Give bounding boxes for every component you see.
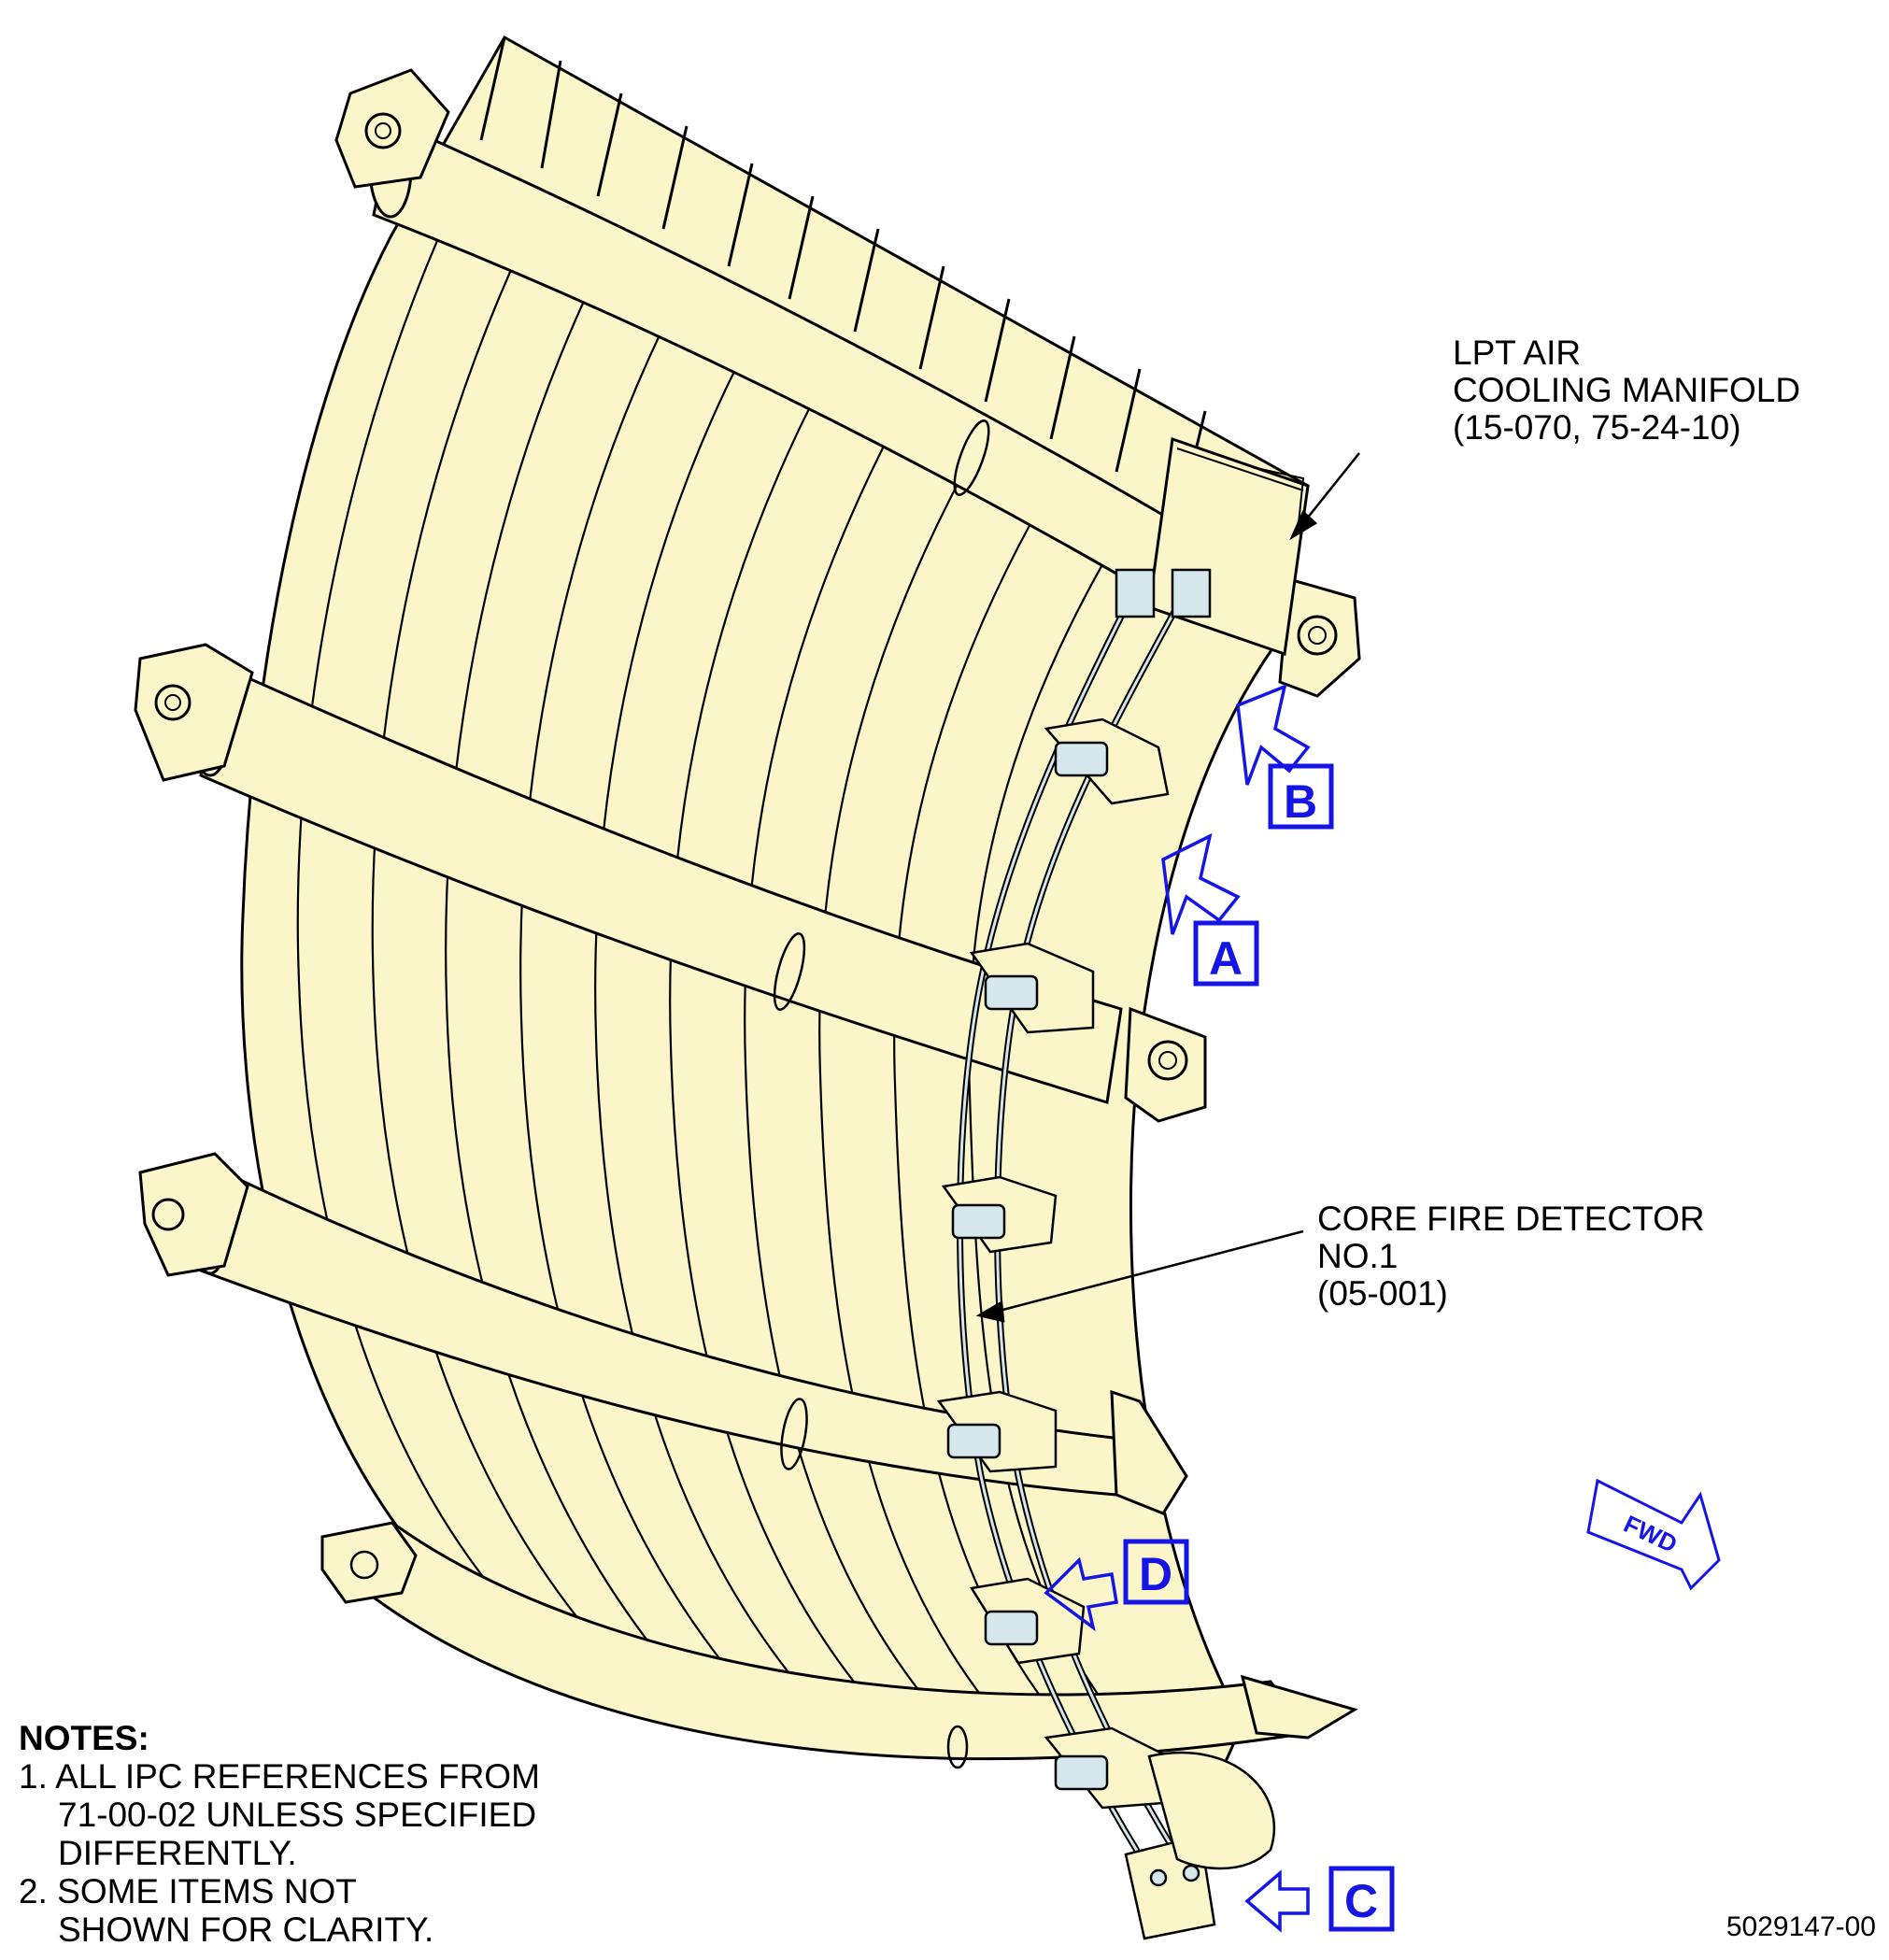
flange-right-lower	[1110, 1389, 1188, 1515]
bottom-rail	[372, 1520, 1358, 1769]
note-1-line-3: DIFFERENTLY.	[58, 1834, 297, 1872]
callout-lpt-line-2: COOLING MANIFOLD	[1453, 371, 1801, 409]
view-arrow-a	[1161, 832, 1241, 935]
callout-lpt-line-1: LPT AIR	[1453, 334, 1582, 372]
leader-lpt-manifold	[1302, 452, 1360, 524]
flange-top-left	[334, 68, 450, 189]
notes-heading: NOTES:	[19, 1719, 149, 1757]
flange-bottom-left	[320, 1521, 418, 1604]
clamp-1	[1044, 717, 1170, 805]
clamp-2	[969, 942, 1095, 1034]
clamp-4	[936, 1390, 1058, 1473]
view-box-a	[1193, 920, 1259, 987]
callout-core-detector: CORE FIRE DETECTOR NO.1 (05-001)	[1317, 1200, 1705, 1313]
view-arrow-d	[1044, 1556, 1119, 1632]
clamp-3	[941, 1175, 1058, 1254]
view-label-b: B	[1284, 775, 1317, 828]
note-2-line-2: SHOWN FOR CLARITY.	[58, 1910, 434, 1949]
callout-core-line-2: NO.1	[1317, 1237, 1399, 1275]
flange-middle-left	[134, 643, 254, 782]
leader-lines	[975, 452, 1360, 1323]
leader-lpt-arrowhead	[1289, 509, 1318, 541]
document-number: 5029147-00	[1726, 1911, 1876, 1942]
view-marker-d: D	[1044, 1539, 1189, 1632]
view-arrow-b	[1236, 684, 1311, 786]
view-box-c	[1328, 1866, 1395, 1932]
detector-clamps	[936, 568, 1276, 1940]
leader-core-detector	[991, 1229, 1304, 1314]
view-marker-b: B	[1236, 684, 1334, 830]
view-label-c: C	[1344, 1875, 1378, 1927]
leader-core-arrowhead	[975, 1300, 1005, 1323]
callout-lpt-line-3: (15-070, 75-24-10)	[1453, 408, 1741, 447]
flange-lower-left	[138, 1152, 249, 1277]
callout-core-line-1: CORE FIRE DETECTOR	[1317, 1200, 1705, 1238]
fwd-arrow-icon	[1586, 1478, 1721, 1591]
note-1: 1. ALL IPC REFERENCES FROM	[19, 1757, 540, 1796]
note-1-line-2: 71-00-02 UNLESS SPECIFIED	[58, 1796, 537, 1834]
callout-core-line-3: (05-001)	[1317, 1274, 1448, 1313]
bracket-lower-right	[1147, 1751, 1276, 1870]
flange-right-upper	[1278, 577, 1361, 698]
note-2-line-1: SOME ITEMS NOT	[57, 1872, 357, 1910]
view-box-b	[1268, 763, 1334, 830]
note-2-number: 2.	[19, 1872, 48, 1910]
callout-lpt-manifold: LPT AIR COOLING MANIFOLD (15-070, 75-24-…	[1453, 334, 1800, 447]
note-1-number: 1.	[19, 1757, 48, 1796]
notes-block: NOTES: 1. ALL IPC REFERENCES FROM 71-00-…	[19, 1719, 540, 1949]
clamp-6	[1044, 1726, 1170, 1810]
view-box-d	[1123, 1539, 1189, 1605]
connector-top	[1115, 568, 1212, 618]
fwd-indicator: FWD	[1586, 1478, 1721, 1591]
view-marker-c: C	[1244, 1866, 1395, 1933]
view-marker-a: A	[1161, 832, 1259, 987]
view-label-d: D	[1139, 1548, 1172, 1600]
note-2: 2. SOME ITEMS NOT	[19, 1872, 540, 1910]
flange-right-middle	[1124, 1006, 1207, 1123]
note-1-line-1: ALL IPC REFERENCES FROM	[55, 1757, 540, 1796]
view-label-a: A	[1209, 932, 1243, 985]
view-arrow-c	[1244, 1869, 1310, 1933]
